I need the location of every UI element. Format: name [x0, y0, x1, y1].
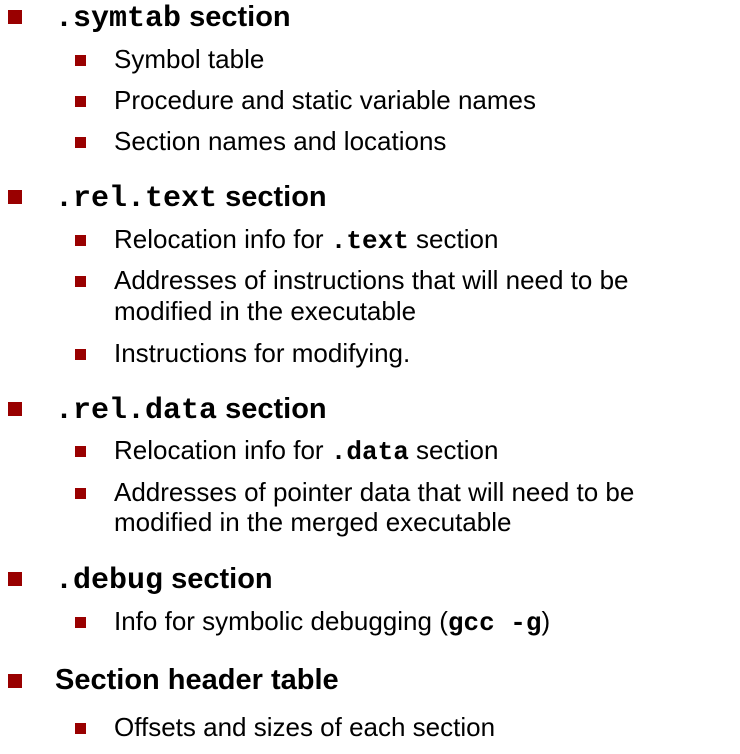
label: section [163, 563, 273, 595]
code: gcc -g [447, 608, 542, 638]
bullet-icon [75, 96, 86, 107]
bullet-icon [75, 276, 86, 287]
list-item: Relocation info for .text section [114, 224, 498, 257]
text: Relocation info for [114, 435, 331, 465]
list-item: Addresses of instructions that will need… [114, 265, 629, 295]
bullet-icon [75, 235, 86, 246]
bullet-icon [75, 446, 86, 457]
heading-rel-text: .rel.text section [55, 180, 327, 216]
list-item-continuation: modified in the executable [114, 296, 417, 326]
code: .rel.text [55, 182, 218, 216]
bullet-icon [8, 572, 22, 586]
bullet-icon [75, 617, 86, 628]
bullet-icon [8, 10, 22, 24]
text: section [408, 224, 499, 254]
heading-symtab: .symtab section [55, 0, 291, 36]
list-item: Section names and locations [114, 126, 447, 156]
list-item: Offsets and sizes of each section [114, 712, 496, 742]
code: .data [330, 437, 409, 467]
bullet-icon [75, 349, 86, 360]
code: .symtab [55, 2, 182, 36]
bullet-icon [8, 402, 22, 416]
bullet-icon [75, 488, 86, 499]
text: Info for symbolic debugging ( [114, 606, 448, 636]
bullet-icon [75, 137, 86, 148]
list-item: Addresses of pointer data that will need… [114, 477, 635, 507]
label: section [217, 393, 327, 425]
label: section [217, 181, 327, 213]
text: ) [541, 606, 551, 636]
text: section [408, 435, 499, 465]
list-item: Relocation info for .data section [114, 435, 498, 468]
bullet-icon [75, 55, 86, 66]
list-item: Instructions for modifying. [114, 338, 411, 368]
code: .debug [55, 564, 164, 598]
bullet-icon [75, 723, 86, 734]
list-item: Procedure and static variable names [114, 85, 537, 115]
list-item-continuation: modified in the merged executable [114, 507, 512, 537]
heading-debug: .debug section [55, 562, 273, 598]
heading-section-header-table: Section header table [55, 664, 339, 696]
code: .text [330, 226, 409, 256]
list-item: Symbol table [114, 44, 265, 74]
label: section [181, 1, 291, 33]
bullet-icon [8, 674, 22, 688]
code: .rel.data [55, 394, 218, 428]
bullet-icon [8, 190, 22, 204]
list-item: Info for symbolic debugging (gcc -g) [114, 606, 550, 639]
text: Relocation info for [114, 224, 331, 254]
heading-rel-data: .rel.data section [55, 392, 327, 428]
